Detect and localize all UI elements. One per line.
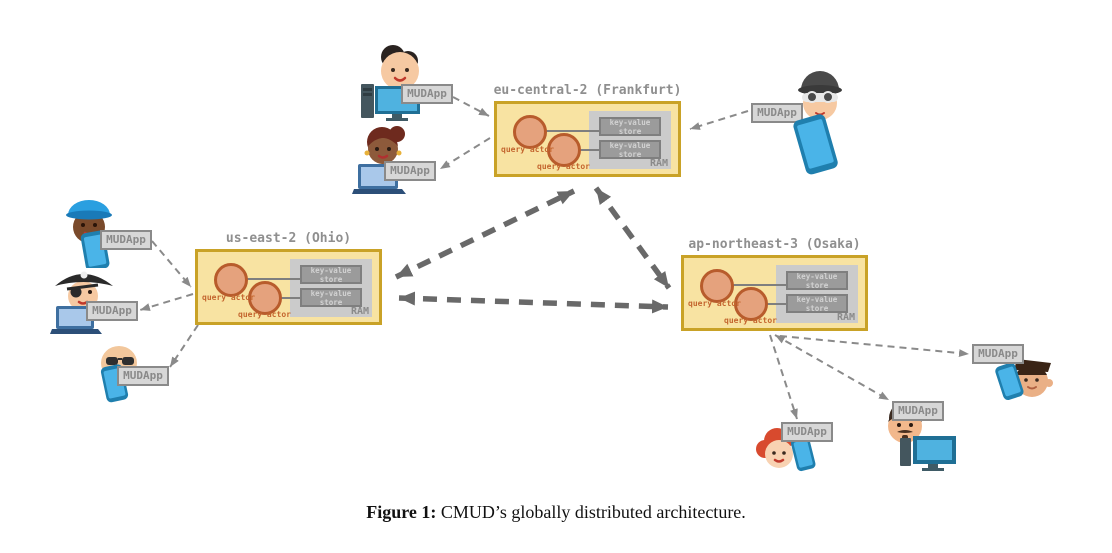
arrow-ohio-client6	[169, 324, 199, 368]
actor-store-link	[278, 297, 301, 299]
figure-caption-label: Figure 1:	[366, 502, 437, 522]
mudapp-label: MUDApp	[117, 366, 169, 386]
query-actor-label: query actor	[501, 145, 554, 154]
arrow-ohio-frankfurt	[394, 188, 576, 280]
key-value-store: key-value store	[786, 271, 848, 290]
arrow-client4-ohio	[151, 240, 192, 288]
actor-store-link	[764, 303, 787, 305]
ram-label: RAM	[649, 158, 668, 169]
actor-store-link	[543, 130, 600, 132]
query-actor-label: query actor	[202, 293, 255, 302]
region-label: us-east-2 (Ohio)	[225, 231, 352, 246]
mudapp-label: MUDApp	[100, 230, 152, 250]
region-ap-northeast-3: ap-northeast-3 (Osaka) key-value store k…	[681, 237, 868, 331]
arrow-osaka-client7	[769, 334, 798, 420]
user-hacker-phone-icon	[793, 71, 842, 175]
arrow-osaka-client8	[774, 334, 890, 401]
actor-store-link	[577, 149, 600, 151]
query-actor-icon	[734, 287, 768, 321]
arrow-ohio-osaka	[398, 291, 669, 314]
key-value-store: key-value store	[786, 294, 848, 313]
user-man-desktop-icon	[361, 45, 420, 121]
ram-label: RAM	[350, 306, 369, 317]
mudapp-label: MUDApp	[972, 344, 1024, 364]
ram-panel: key-value store key-value store RAM	[589, 111, 671, 169]
key-value-store: key-value store	[599, 117, 661, 136]
query-actor-icon	[248, 281, 282, 315]
key-value-store: key-value store	[599, 140, 661, 159]
key-value-store: key-value store	[300, 288, 362, 307]
arrow-ohio-client5	[139, 293, 194, 311]
ram-panel: key-value store key-value store RAM	[290, 259, 372, 317]
arrow-client3-frankfurt	[689, 110, 749, 130]
arrow-client1-frankfurt	[452, 96, 490, 117]
query-actor-icon	[513, 115, 547, 149]
query-actor-label: query actor	[238, 310, 291, 319]
region-label: ap-northeast-3 (Osaka)	[688, 237, 861, 252]
query-actor-label: query actor	[537, 162, 590, 171]
ram-label: RAM	[836, 312, 855, 323]
mudapp-label: MUDApp	[751, 103, 803, 123]
query-actor-icon	[700, 269, 734, 303]
mudapp-label: MUDApp	[86, 301, 138, 321]
user-flattop-man-phone-icon	[995, 359, 1053, 400]
mudapp-label: MUDApp	[384, 161, 436, 181]
query-actor-icon	[214, 263, 248, 297]
actor-store-link	[244, 278, 301, 280]
user-pirate-laptop-icon	[50, 271, 113, 334]
arrow-frankfurt-client2	[439, 137, 491, 170]
user-woman-laptop-icon	[352, 126, 406, 194]
key-value-store: key-value store	[300, 265, 362, 284]
arrow-osaka-client9	[779, 335, 970, 358]
region-us-east-2: us-east-2 (Ohio) key-value store key-val…	[195, 231, 382, 325]
mudapp-label: MUDApp	[781, 422, 833, 442]
arrow-frankfurt-osaka	[593, 186, 672, 290]
region-eu-central-2: eu-central-2 (Frankfurt) key-value store…	[494, 83, 681, 177]
ram-panel: key-value store key-value store RAM	[776, 265, 858, 323]
query-actor-label: query actor	[688, 299, 741, 308]
mudapp-label: MUDApp	[401, 84, 453, 104]
region-label: eu-central-2 (Frankfurt)	[493, 83, 682, 98]
query-actor-label: query actor	[724, 316, 777, 325]
actor-store-link	[730, 284, 787, 286]
figure-caption-text: CMUD’s globally distributed architecture…	[440, 502, 746, 522]
figure-caption: Figure 1: CMUD’s globally distributed ar…	[0, 502, 1112, 523]
query-actor-icon	[547, 133, 581, 167]
mudapp-label: MUDApp	[892, 401, 944, 421]
